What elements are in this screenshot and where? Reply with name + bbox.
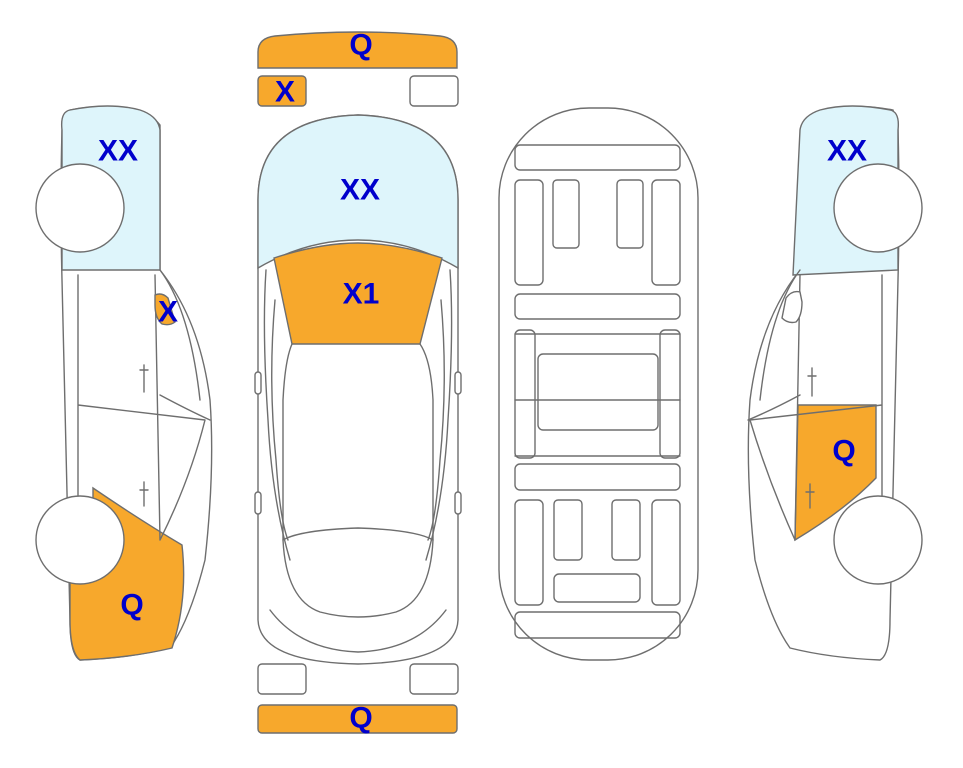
right-side-view: XX Q [747, 105, 923, 661]
rear-bumper-mark: Q [349, 702, 372, 735]
right-side-front-door-mark: Q [832, 435, 855, 468]
right-handle-top [454, 491, 462, 515]
windshield[interactable] [257, 114, 459, 270]
front-left-lamp-mark: X [275, 76, 295, 109]
right-side-mirror[interactable] [781, 290, 803, 324]
under-rear-left-rail [514, 499, 544, 606]
under-front-right-rail [651, 179, 681, 286]
under-rear-left-box [553, 499, 583, 561]
right-handle-1 [807, 367, 817, 397]
left-window-line [159, 269, 201, 401]
cabin-left-inner [271, 299, 289, 541]
left-mirror-top [254, 371, 262, 395]
top-view: Q X XX X1 Q [254, 29, 462, 735]
right-handle-2 [805, 483, 815, 509]
right-window-line [759, 269, 801, 401]
right-mirror-top [454, 371, 462, 395]
right-side-front-door[interactable] [794, 404, 877, 542]
left-side-glass-mark: XX [98, 135, 138, 168]
rear-left-lamp[interactable] [257, 663, 307, 695]
under-center-tank [537, 353, 659, 431]
under-front-right-box [616, 179, 644, 249]
under-rear-bar [514, 611, 681, 639]
rear-window [282, 539, 434, 618]
under-front-left-box [552, 179, 580, 249]
rear-bumper[interactable] [257, 704, 458, 734]
front-right-lamp[interactable] [409, 75, 459, 107]
front-bumper[interactable] [257, 31, 458, 69]
under-rear-right-rail [651, 499, 681, 606]
front-bumper-mark: Q [349, 29, 372, 62]
cabin-left-line [263, 269, 291, 561]
under-mid-frame [514, 333, 681, 457]
under-front-crossbar [514, 293, 681, 320]
right-front-wheel [833, 163, 923, 253]
left-side-mirror[interactable] [154, 293, 176, 326]
under-front-left-rail [514, 179, 544, 286]
left-side-mirror-mark: X [158, 296, 178, 329]
underside-outline [498, 107, 699, 661]
hood-mark: X1 [343, 278, 380, 311]
cabin-right-line [425, 269, 453, 561]
trunk-line [269, 609, 447, 653]
left-handle-top [254, 491, 262, 515]
roof-outline [282, 343, 434, 541]
rear-right-lamp[interactable] [409, 663, 459, 695]
under-rear-small-bar [553, 573, 641, 603]
right-door-lines [747, 274, 883, 541]
front-left-lamp[interactable] [257, 75, 307, 107]
right-side-glass-mark: XX [827, 135, 867, 168]
left-door-lines [77, 274, 211, 541]
left-handle-1 [139, 364, 149, 393]
under-rear-right-box [611, 499, 641, 561]
left-front-wheel [35, 163, 125, 253]
left-rear-wheel [35, 495, 125, 585]
under-left-sill [514, 329, 536, 459]
underside-view [498, 107, 699, 661]
left-side-view: XX X Q [35, 105, 213, 661]
hood[interactable] [273, 242, 443, 345]
under-right-sill [659, 329, 681, 459]
left-handle-2 [139, 481, 149, 507]
under-front-bar [514, 144, 681, 171]
windshield-mark: XX [340, 174, 380, 207]
right-rear-wheel [833, 495, 923, 585]
left-side-front-quarter-mark: Q [120, 589, 143, 622]
under-rear-crossbar [514, 463, 681, 491]
cabin-right-inner [427, 299, 445, 541]
